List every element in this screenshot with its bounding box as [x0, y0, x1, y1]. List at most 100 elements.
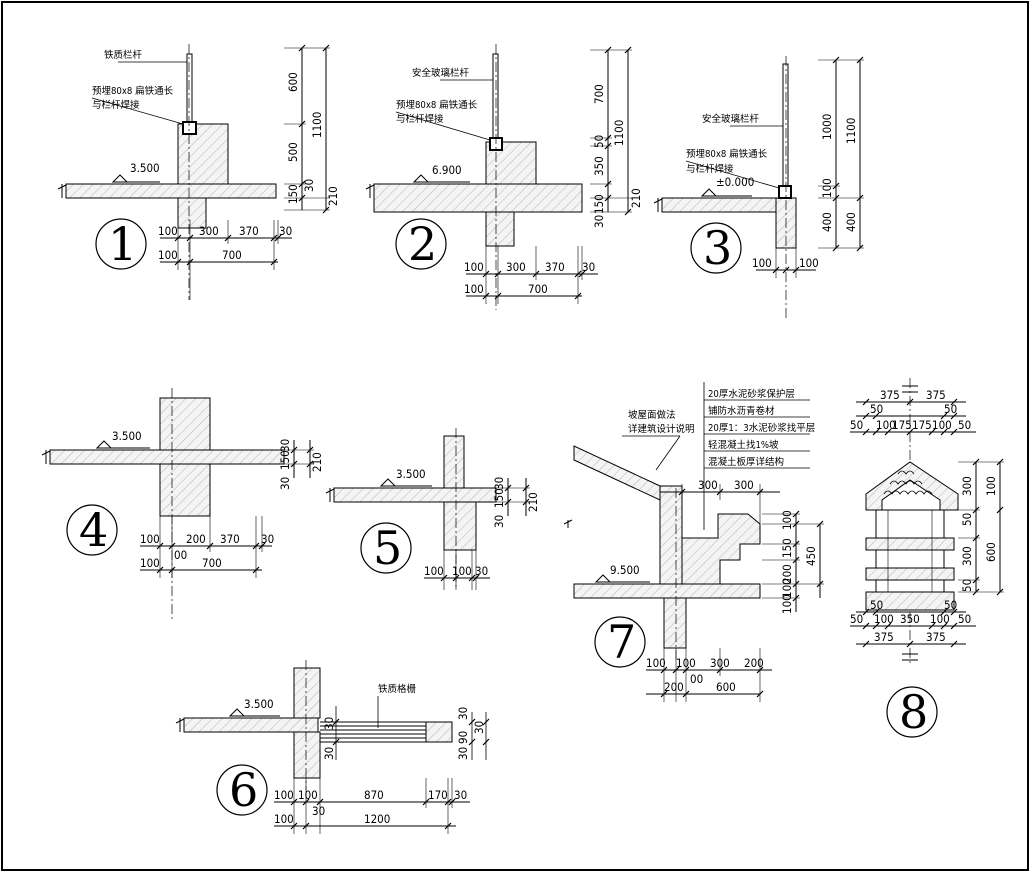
railing-note: 安全玻璃栏杆 — [412, 67, 470, 79]
railing-post — [782, 63, 789, 189]
grille-support — [425, 721, 453, 743]
beam — [177, 197, 207, 229]
dim-500: 500 — [286, 142, 300, 162]
slab — [65, 183, 277, 199]
upper-wall — [159, 397, 211, 451]
dim-00: 00 — [174, 548, 187, 562]
band — [865, 537, 955, 551]
cap — [865, 461, 959, 511]
upper-wall — [293, 667, 321, 719]
embed-note-1: 预埋80x8 扁铁通长 — [686, 148, 768, 160]
beam — [443, 501, 477, 551]
dim-100: 100 — [932, 418, 952, 432]
layer-3: 20厚1：3水泥砂浆找平层 — [708, 422, 815, 434]
dim-100: 100 — [452, 564, 472, 578]
railing-post — [492, 53, 499, 143]
detail-4: 3.500 30 150 30 210 100 200 370 30 100 0… — [41, 388, 324, 620]
dim-30: 30 — [322, 747, 336, 760]
upper-wall — [443, 435, 465, 489]
detail-number: 8 — [899, 685, 928, 739]
slab — [373, 183, 583, 213]
dim-1100: 1100 — [844, 118, 858, 144]
dim-100: 100 — [780, 510, 794, 530]
dim-30: 30 — [278, 477, 292, 490]
grille-note: 铁质格栅 — [378, 683, 417, 695]
cornice — [681, 513, 761, 585]
detail-6: 铁质格栅 3.500 30 30 30 90 30 30 100 100 870… — [175, 660, 490, 834]
slope-note-2: 详建筑设计说明 — [628, 423, 695, 435]
dim-30: 30 — [475, 564, 488, 578]
dim-170: 170 — [428, 788, 448, 802]
dim-370: 370 — [545, 260, 565, 274]
dim-350: 350 — [592, 156, 606, 176]
dim-30: 30 — [278, 439, 292, 452]
dim-100: 100 — [820, 178, 834, 198]
dim-700: 700 — [222, 248, 242, 262]
dim-300: 300 — [506, 260, 526, 274]
dim-300: 300 — [698, 478, 718, 492]
slab — [183, 717, 319, 733]
dim-100: 100 — [424, 564, 444, 578]
dim-1100: 1100 — [310, 112, 324, 138]
dim-100: 100 — [676, 656, 696, 670]
dim-1200: 1200 — [364, 812, 390, 826]
detail-number: 5 — [373, 521, 402, 575]
detail-number: 7 — [607, 615, 636, 669]
layer-2: 铺防水沥青卷材 — [708, 405, 775, 417]
tile-rows — [883, 470, 933, 495]
dim-370: 370 — [239, 224, 259, 238]
dim-100: 100 — [298, 788, 318, 802]
dim-50: 50 — [870, 598, 883, 612]
dim-50: 50 — [592, 135, 606, 148]
dim-1100: 1100 — [612, 120, 626, 146]
dim-600: 600 — [716, 680, 736, 694]
dim-00: 00 — [690, 672, 703, 686]
beam — [159, 463, 211, 517]
embed-plate — [182, 121, 197, 135]
dim-30: 30 — [322, 717, 336, 730]
dim-375: 375 — [880, 388, 900, 402]
level-mark: 3.500 — [130, 161, 160, 175]
dim-870: 870 — [364, 788, 384, 802]
dim-200: 200 — [186, 532, 206, 546]
beam — [293, 731, 321, 779]
dim-375: 375 — [926, 388, 946, 402]
dim-100: 100 — [464, 260, 484, 274]
dim-90: 90 — [456, 731, 470, 744]
slab — [573, 583, 761, 599]
dim-150: 150 — [592, 194, 606, 214]
dim-100: 100 — [274, 812, 294, 826]
dim-100: 100 — [158, 224, 178, 238]
dim-30: 30 — [456, 707, 470, 720]
dim-100: 100 — [140, 532, 160, 546]
dim-30: 30 — [492, 515, 506, 528]
dim-100: 100 — [274, 788, 294, 802]
dim-50: 50 — [958, 418, 971, 432]
railing-note: 安全玻璃栏杆 — [702, 113, 760, 125]
dim-100: 100 — [984, 476, 998, 496]
dim-700: 700 — [592, 84, 606, 104]
dim-350: 350 — [900, 612, 920, 626]
dim-150: 150 — [492, 488, 506, 508]
dim-700: 700 — [202, 556, 222, 570]
dim-100: 100 — [464, 282, 484, 296]
level-mark: ±0.000 — [716, 175, 754, 189]
base — [865, 591, 955, 611]
dim-200: 200 — [780, 564, 794, 584]
dim-300: 300 — [960, 546, 974, 566]
dim-210: 210 — [326, 186, 340, 206]
dim-200: 200 — [744, 656, 764, 670]
dim-100: 100 — [874, 612, 894, 626]
layer-1: 20厚水泥砂浆保护层 — [708, 388, 795, 400]
roof-slope — [573, 445, 661, 501]
dim-30: 30 — [279, 224, 292, 238]
level-mark: 3.500 — [396, 467, 426, 481]
dim-30: 30 — [456, 747, 470, 760]
dim-50: 50 — [944, 402, 957, 416]
detail-2: 安全玻璃栏杆 预埋80x8 扁铁通长 与栏杆焊接 6.900 700 50 35… — [365, 44, 643, 310]
dim-100: 100 — [752, 256, 772, 270]
dim-50: 50 — [960, 513, 974, 526]
detail-8: 375 375 50 50 50 100 175 175 100 50 300 … — [850, 378, 1004, 739]
